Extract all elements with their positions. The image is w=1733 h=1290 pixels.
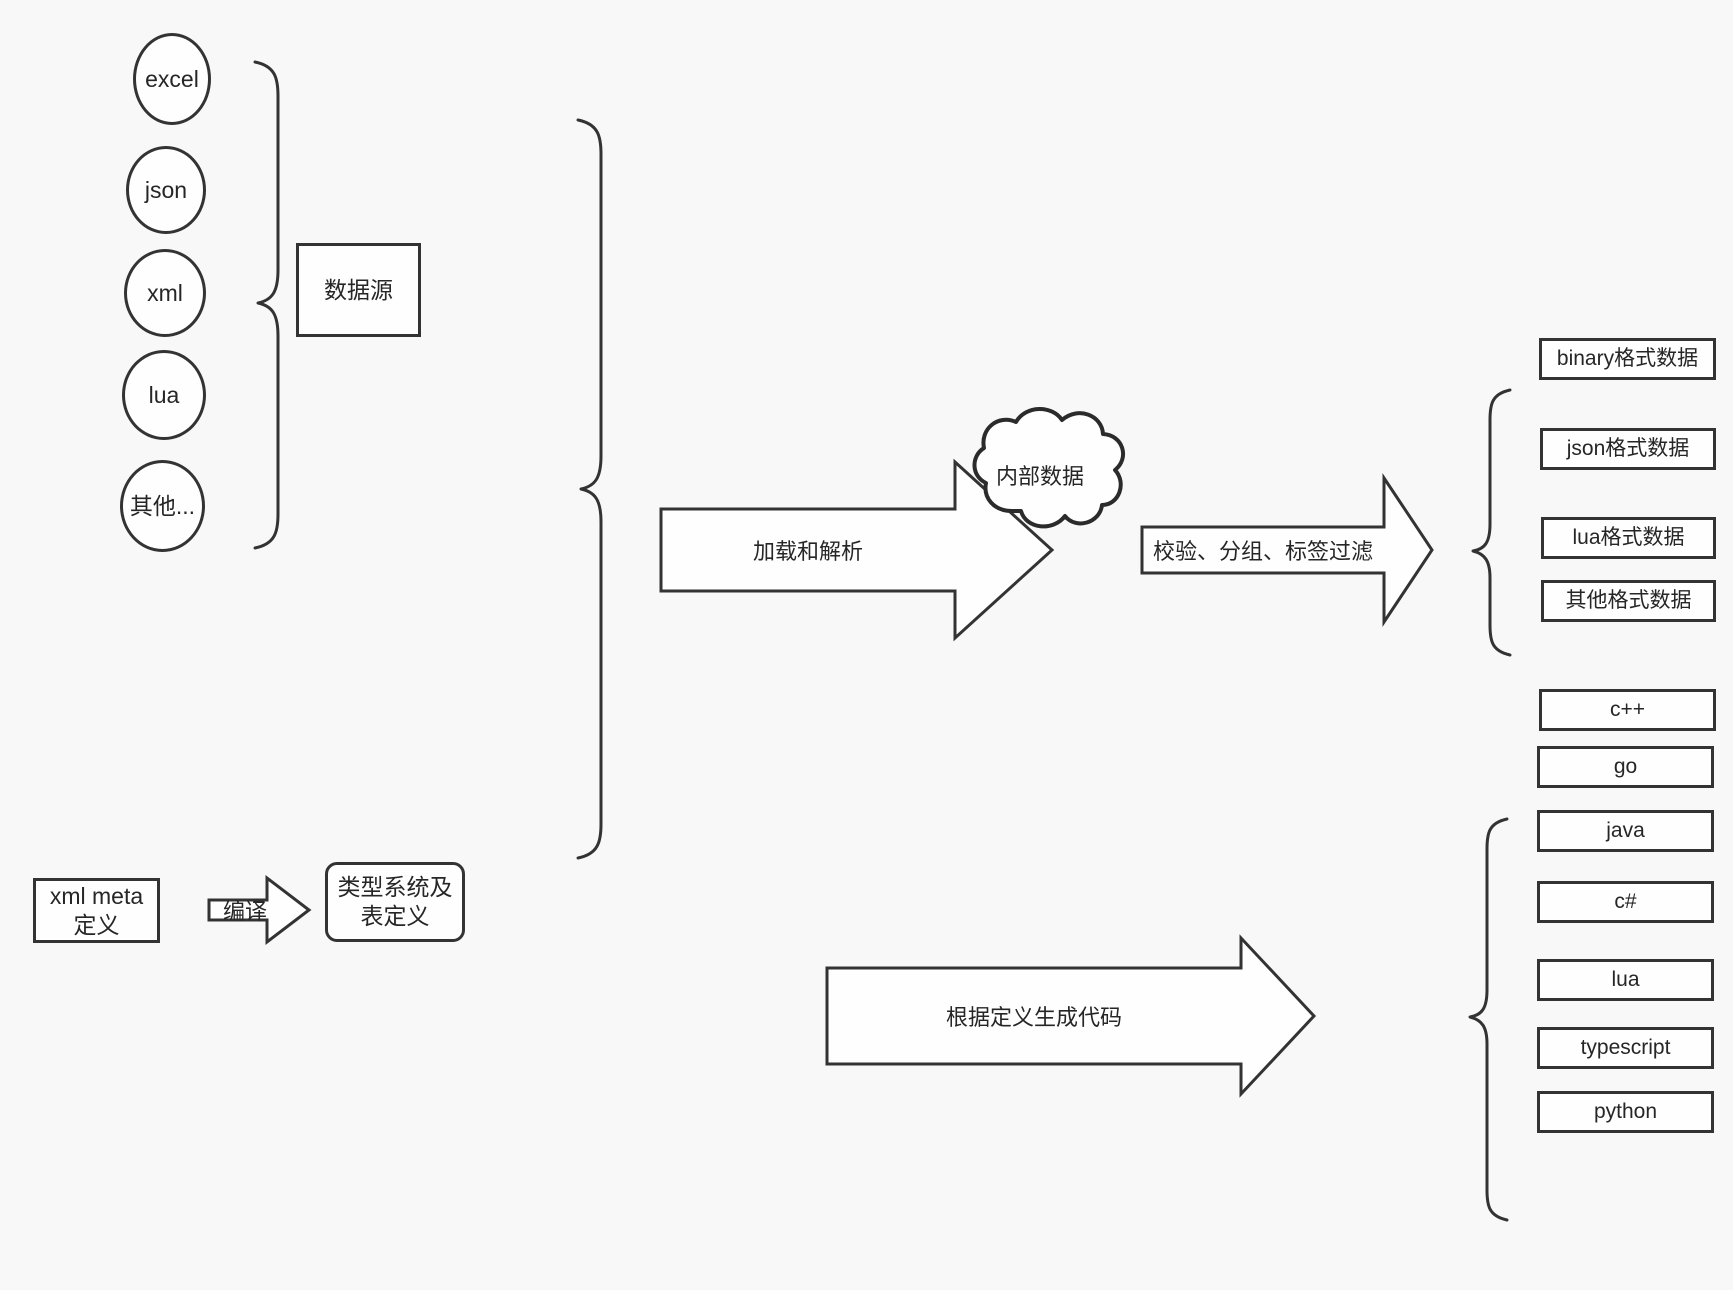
source-node-label: lua (148, 381, 180, 408)
generate-code-arrow-shape (825, 934, 1317, 1098)
output-format-label: 其他格式数据 (1565, 588, 1692, 612)
output-language-box-go[interactable]: go (1537, 746, 1714, 788)
output-language-label: c++ (1609, 697, 1646, 721)
source-node-lua[interactable]: lua (122, 350, 206, 440)
compile-arrow-shape (207, 874, 312, 946)
source-group-brace (253, 60, 280, 550)
output-language-brace (1468, 817, 1509, 1222)
source-node-label: xml (147, 279, 183, 306)
output-format-label: json格式数据 (1566, 436, 1690, 460)
output-language-label: typescript (1580, 1035, 1671, 1059)
output-language-box-cpp[interactable]: c++ (1539, 689, 1716, 731)
output-format-box-lua[interactable]: lua格式数据 (1541, 517, 1716, 559)
data-source-box[interactable]: 数据源 (296, 243, 421, 337)
output-language-box-typescript[interactable]: typescript (1537, 1027, 1714, 1069)
output-format-label: lua格式数据 (1572, 525, 1685, 549)
output-format-box-json[interactable]: json格式数据 (1540, 428, 1716, 470)
output-language-label: go (1613, 754, 1638, 778)
output-language-label: java (1606, 818, 1645, 842)
output-language-box-csharp[interactable]: c# (1537, 881, 1714, 923)
pipeline-input-brace (576, 118, 603, 860)
data-source-box-label: 数据源 (324, 276, 393, 303)
source-node-other[interactable]: 其他... (120, 460, 205, 552)
source-node-label: excel (145, 65, 199, 92)
compile-arrow-svg (207, 874, 312, 946)
output-language-box-python[interactable]: python (1537, 1091, 1714, 1133)
internal-data-cloud-shape (972, 407, 1126, 529)
output-language-box-lua[interactable]: lua (1537, 959, 1714, 1001)
type-system-box[interactable]: 类型系统及表定义 (325, 862, 465, 942)
output-format-box-binary[interactable]: binary格式数据 (1539, 338, 1716, 380)
type-system-box-label: 类型系统及表定义 (337, 874, 453, 929)
source-node-xml[interactable]: xml (124, 249, 206, 337)
source-node-label: json (144, 176, 188, 203)
output-format-label: binary格式数据 (1556, 346, 1699, 370)
xml-meta-definition-box[interactable]: xml meta定义 (33, 878, 160, 943)
output-language-box-java[interactable]: java (1537, 810, 1714, 852)
output-language-label: lua (1611, 967, 1640, 991)
output-language-label: c# (1614, 889, 1637, 913)
filter-arrow-shape (1140, 473, 1434, 627)
output-language-label: python (1593, 1099, 1658, 1123)
source-node-excel[interactable]: excel (133, 33, 211, 125)
output-format-box-other[interactable]: 其他格式数据 (1541, 580, 1716, 622)
source-node-json[interactable]: json (126, 146, 206, 234)
source-node-label: 其他... (129, 492, 196, 519)
output-format-brace (1471, 388, 1512, 657)
load-parse-arrow-shape (659, 458, 1055, 642)
xml-meta-definition-label: xml meta定义 (49, 882, 144, 938)
